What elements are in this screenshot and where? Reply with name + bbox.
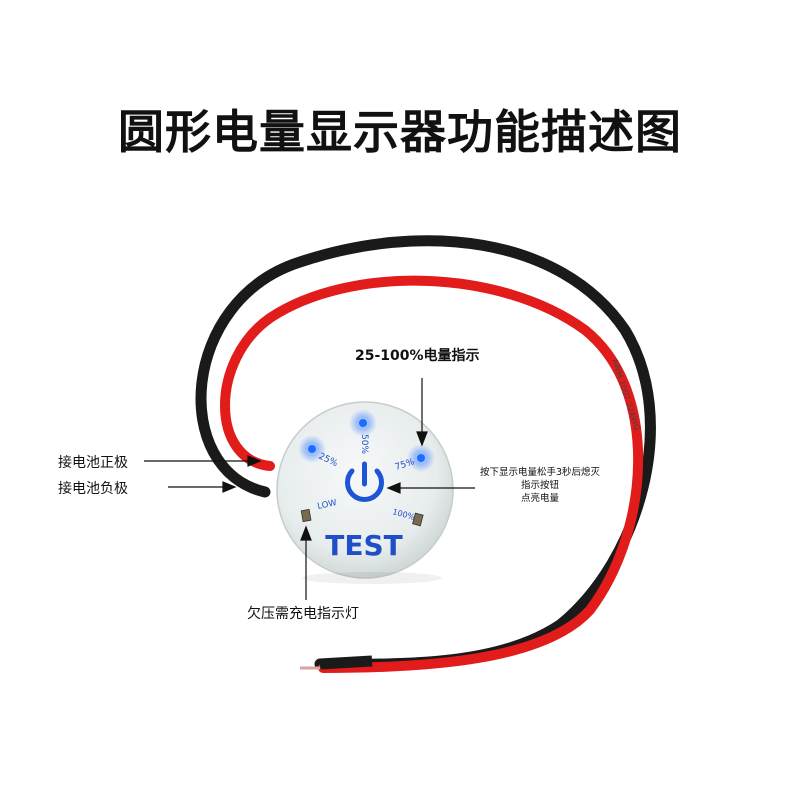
test-label: TEST — [325, 529, 403, 562]
button-desc-line3: 点亮电量 — [520, 493, 559, 504]
red-wire — [220, 275, 644, 673]
level-indicator-label: 25-100%电量指示 — [355, 348, 480, 364]
label-50: 50% — [359, 434, 369, 454]
low-voltage-label: 欠压需充电指示灯 — [247, 606, 359, 622]
positive-terminal-label: 接电池正极 — [58, 455, 128, 471]
label-low: LOW — [317, 498, 339, 512]
page-title: 圆形电量显示器功能描述图 — [118, 105, 682, 159]
board-shadow — [302, 572, 442, 584]
smd-component-100 — [412, 512, 424, 527]
negative-terminal-label: 接电池负极 — [58, 481, 128, 497]
low-voltage-led — [300, 508, 312, 523]
black-wire-end — [319, 655, 373, 670]
button-desc-line2: 指示按钮 — [520, 480, 559, 491]
power-button-icon[interactable] — [345, 461, 384, 502]
button-desc-line1: 按下显示电量松手3秒后熄灭 — [479, 467, 601, 478]
button-description: 按下显示电量松手3秒后熄灭 指示按钮 点亮电量 — [470, 466, 610, 505]
pointer-lines — [144, 378, 475, 600]
